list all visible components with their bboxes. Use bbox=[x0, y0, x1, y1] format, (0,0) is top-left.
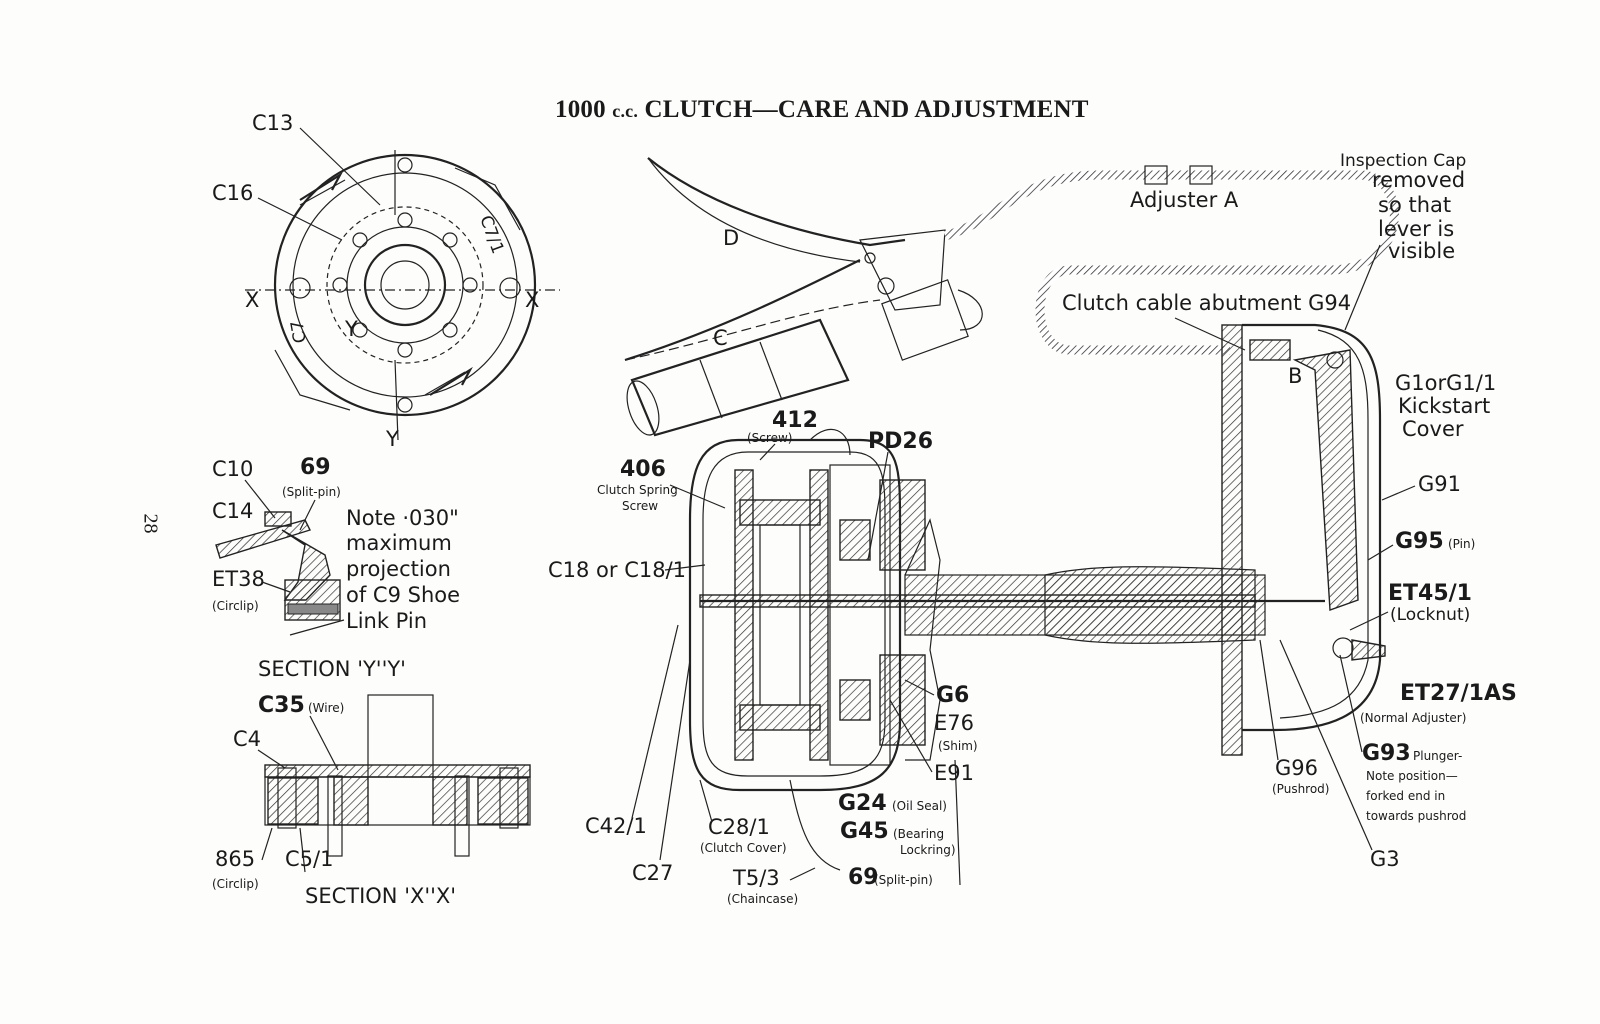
section-yy-caption: SECTION 'Y''Y' bbox=[258, 657, 406, 681]
label-t5-3: T5/3 bbox=[732, 866, 780, 890]
inspection-note: Inspection Cap removed so that lever is … bbox=[1340, 151, 1466, 263]
label-g96: G96 bbox=[1275, 756, 1318, 780]
inspection-line-5: visible bbox=[1388, 239, 1455, 263]
label-kick-1: Kickstart bbox=[1398, 394, 1490, 418]
label-g6: G6 bbox=[936, 683, 969, 708]
label-g93-note-1: Plunger- bbox=[1413, 749, 1462, 763]
title-main: 1000 bbox=[555, 96, 606, 123]
label-c35: C35 bbox=[258, 693, 305, 718]
title-rest: CLUTCH—CARE AND ADJUSTMENT bbox=[644, 96, 1089, 123]
label-g93: G93 bbox=[1362, 741, 1411, 766]
label-et45-note: (Locknut) bbox=[1390, 605, 1470, 625]
label-et38: ET38 bbox=[212, 567, 265, 591]
hand-lever-drawing bbox=[624, 157, 983, 437]
label-kick-2: Cover bbox=[1402, 417, 1464, 441]
label-g24-note: (Oil Seal) bbox=[892, 799, 947, 813]
label-69b: 69 bbox=[848, 865, 879, 890]
label-g45: G45 bbox=[840, 819, 889, 844]
label-c14: C14 bbox=[212, 499, 253, 523]
label-et27-note: (Normal Adjuster) bbox=[1360, 711, 1466, 725]
label-g95: G95 bbox=[1395, 529, 1444, 554]
label-g24: G24 bbox=[838, 791, 887, 816]
title-cc: c.c. bbox=[612, 101, 639, 121]
kickstart-cover-drawing bbox=[1221, 323, 1386, 756]
clutch-cable bbox=[943, 170, 1399, 355]
label-69b-note: (Split-pin) bbox=[874, 873, 933, 887]
label-c5-1: C5/1 bbox=[285, 847, 333, 871]
label-c27: C27 bbox=[632, 861, 673, 885]
label-et27: ET27/1AS bbox=[1400, 681, 1517, 706]
label-c: C bbox=[713, 326, 728, 350]
label-69-note: (Split-pin) bbox=[282, 485, 341, 499]
inspection-line-2: removed bbox=[1372, 168, 1465, 192]
label-g1: G1orG1/1 bbox=[1395, 371, 1496, 395]
label-x-left: X bbox=[245, 288, 259, 312]
adjuster-a bbox=[1144, 165, 1213, 185]
clutch-section-drawing bbox=[688, 428, 1325, 871]
label-g3: G3 bbox=[1370, 847, 1400, 871]
label-c42-1: C42/1 bbox=[585, 814, 647, 838]
note-line-2: maximum bbox=[346, 531, 452, 555]
label-c13: C13 bbox=[252, 111, 293, 135]
label-adjuster-a: Adjuster A bbox=[1130, 188, 1239, 212]
label-et38-note: (Circlip) bbox=[212, 599, 259, 613]
label-x-right: X bbox=[525, 288, 539, 312]
label-c16: C16 bbox=[212, 181, 253, 205]
label-g95-note: (Pin) bbox=[1448, 537, 1475, 551]
label-69: 69 bbox=[300, 455, 331, 480]
label-c18: C18 or C18/1 bbox=[548, 558, 686, 582]
label-g91: G91 bbox=[1418, 472, 1461, 496]
section-xx-drawing bbox=[264, 694, 531, 857]
label-g96-note: (Pushrod) bbox=[1272, 782, 1329, 796]
label-t5-note: (Chaincase) bbox=[727, 892, 798, 906]
label-c28-note: (Clutch Cover) bbox=[700, 841, 787, 855]
note-line-5: Link Pin bbox=[346, 609, 427, 633]
page-title: 1000 c.c. CLUTCH—CARE AND ADJUSTMENT bbox=[555, 96, 1089, 124]
label-412: 412 bbox=[772, 408, 818, 433]
note-line-3: projection bbox=[346, 557, 451, 581]
label-c7-1: C7/1 bbox=[475, 213, 507, 257]
label-c7: C7 bbox=[287, 319, 311, 345]
label-g45-note-1: (Bearing bbox=[893, 827, 944, 841]
label-c35-note: (Wire) bbox=[308, 701, 344, 715]
inspection-line-4: lever is bbox=[1378, 217, 1454, 241]
label-865-note: (Circlip) bbox=[212, 877, 259, 891]
section-yy-drawing bbox=[215, 511, 341, 621]
label-c4: C4 bbox=[233, 727, 261, 751]
label-abutment: Clutch cable abutment G94 bbox=[1062, 291, 1351, 315]
label-g45-note-2: Lockring) bbox=[900, 843, 956, 857]
clutch-plate-view bbox=[245, 150, 560, 441]
label-e76-note: (Shim) bbox=[938, 739, 978, 753]
note-line-4: of C9 Shoe bbox=[346, 583, 460, 607]
label-e91: E91 bbox=[934, 761, 974, 785]
label-y-bottom: Y bbox=[385, 427, 399, 451]
label-c10: C10 bbox=[212, 457, 253, 481]
inspection-line-1: Inspection Cap bbox=[1340, 151, 1466, 171]
label-d: D bbox=[723, 226, 739, 250]
label-g93-note-2: Note position— bbox=[1366, 769, 1458, 783]
label-865: 865 bbox=[215, 847, 255, 871]
label-c28-1: C28/1 bbox=[708, 815, 770, 839]
note-030: Note ·030" maximum projection of C9 Shoe… bbox=[346, 506, 460, 633]
label-y-mid: Y bbox=[344, 317, 358, 341]
label-406-note-2: Screw bbox=[622, 499, 658, 513]
label-406-note-1: Clutch Spring bbox=[597, 483, 678, 497]
label-g93-note-4: towards pushrod bbox=[1366, 809, 1466, 823]
note-line-1: Note ·030" bbox=[346, 506, 459, 530]
label-b: B bbox=[1288, 364, 1302, 388]
label-et45: ET45/1 bbox=[1388, 581, 1472, 606]
inspection-line-3: so that bbox=[1378, 193, 1451, 217]
label-pd26: PD26 bbox=[868, 429, 933, 454]
label-g93-note-3: forked end in bbox=[1366, 789, 1445, 803]
section-xx-caption: SECTION 'X''X' bbox=[305, 884, 456, 908]
label-e76: E76 bbox=[934, 711, 974, 735]
label-412-note: (Screw) bbox=[747, 431, 792, 445]
label-406: 406 bbox=[620, 457, 666, 482]
